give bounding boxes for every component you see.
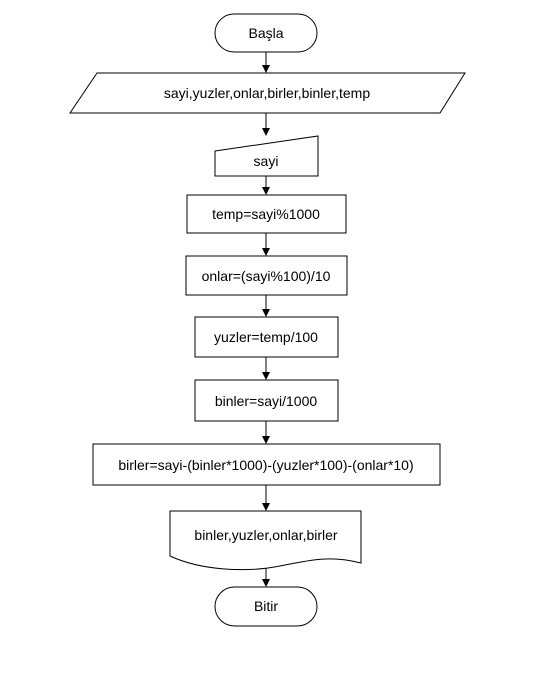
process-birler: birler=sayi-(binler*1000)-(yuzler*100)-(…: [92, 443, 441, 486]
process-binler: binler=sayi/1000: [194, 379, 339, 422]
input-node: sayi: [214, 135, 319, 177]
process-temp: temp=sayi%1000: [186, 194, 347, 234]
process-birler-label: birler=sayi-(binler*1000)-(yuzler*100)-(…: [118, 457, 413, 473]
input-label: sayi: [254, 153, 279, 169]
variables-node: sayi,yuzler,onlar,birler,binler,temp: [69, 72, 466, 114]
output-node: binler,yuzler,onlar,birler: [169, 510, 362, 571]
start-node: Başla: [214, 13, 318, 53]
variables-label: sayi,yuzler,onlar,birler,binler,temp: [164, 85, 370, 101]
end-node: Bitir: [214, 586, 318, 627]
process-onlar: onlar=(sayi%100)/10: [185, 255, 348, 296]
process-yuzler: yuzler=temp/100: [194, 316, 339, 358]
output-label: binler,yuzler,onlar,birler: [194, 527, 338, 543]
start-label: Başla: [248, 25, 283, 41]
connectors: [262, 52, 270, 587]
process-binler-label: binler=sayi/1000: [215, 393, 318, 409]
end-label: Bitir: [254, 598, 278, 614]
process-temp-label: temp=sayi%1000: [212, 206, 320, 222]
process-onlar-label: onlar=(sayi%100)/10: [202, 268, 331, 284]
process-yuzler-label: yuzler=temp/100: [214, 329, 318, 345]
